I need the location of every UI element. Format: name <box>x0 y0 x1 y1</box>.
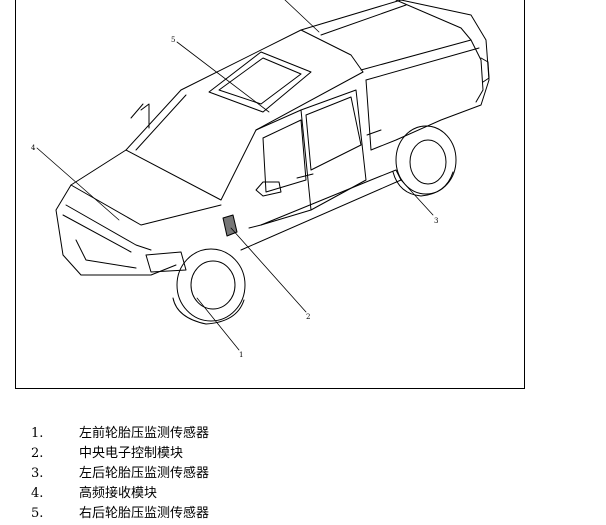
vehicle-diagram-frame: 1 2 3 4 5 <box>15 0 525 389</box>
callout-1: 1 <box>239 351 243 359</box>
legend-item: 3. 左后轮胎压监测传感器 <box>31 464 209 484</box>
legend-label: 左前轮胎压监测传感器 <box>79 426 210 441</box>
component-legend: 1. 左前轮胎压监测传感器 2. 中央电子控制模块 3. 左后轮胎压监测传感器 … <box>31 424 209 524</box>
callout-5: 5 <box>171 36 175 44</box>
legend-label: 中央电子控制模块 <box>79 446 184 461</box>
legend-label: 右后轮胎压监测传感器 <box>79 506 210 521</box>
legend-number: 3. <box>31 466 44 481</box>
legend-number: 1. <box>31 426 44 441</box>
rear-right-wheel <box>392 125 457 197</box>
legend-number: 5. <box>31 506 44 521</box>
callout-4: 4 <box>31 144 36 152</box>
cab-roof <box>125 29 364 201</box>
front-left-wheel <box>172 248 246 325</box>
vehicle-illustration: 1 2 3 4 5 <box>31 0 490 359</box>
callout-3: 3 <box>434 217 438 225</box>
hood-front <box>55 103 222 276</box>
legend-item: 1. 左前轮胎压监测传感器 <box>31 424 209 444</box>
legend-item: 2. 中央电子控制模块 <box>31 444 209 464</box>
callout-leaders <box>36 0 434 351</box>
callout-2: 2 <box>306 313 310 321</box>
legend-label: 高频接收模块 <box>79 486 158 501</box>
truck-bed <box>300 0 490 151</box>
cab-side <box>222 89 402 251</box>
legend-item: 5. 右后轮胎压监测传感器 <box>31 504 209 524</box>
legend-number: 2. <box>31 446 44 461</box>
legend-label: 左后轮胎压监测传感器 <box>79 466 210 481</box>
legend-item: 4. 高频接收模块 <box>31 484 209 504</box>
legend-number: 4. <box>31 486 44 501</box>
